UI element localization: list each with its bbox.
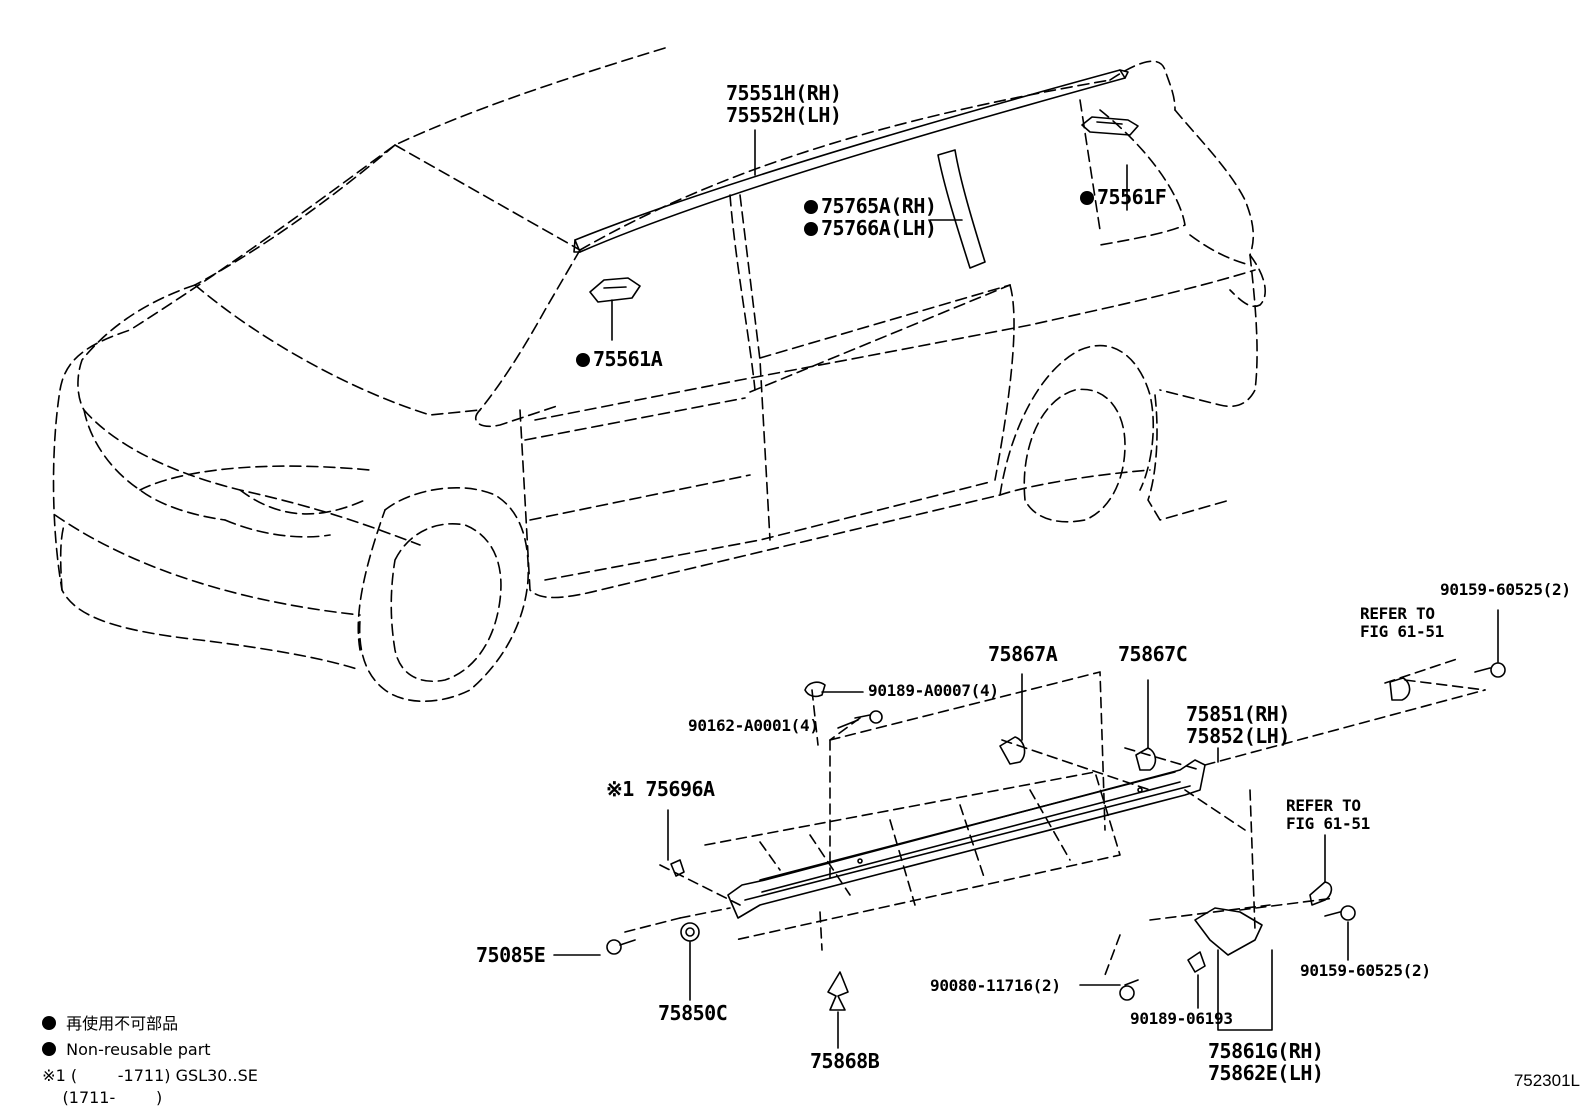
legend-non-reusable-en: Non-reusable part <box>32 1014 211 1062</box>
label-bracket-75861G: 75861G(RH)75862E(LH) <box>1208 1039 1324 1085</box>
legend-note-2: (1711- ) <box>42 1088 163 1107</box>
label-clip-75561F: 75561F <box>1080 186 1167 208</box>
pillar-garnish-part <box>937 149 986 269</box>
non-reusable-dot-icon <box>804 222 818 236</box>
legend-non-reusable-ja: 再使用不可部品 <box>32 988 178 1036</box>
diagram-id: 752301L <box>1513 1071 1580 1090</box>
non-reusable-dot-icon <box>576 353 590 367</box>
non-reusable-dot-icon <box>42 1042 57 1056</box>
label-pillar-garnish: 75765A(RH) 75766A(LH) <box>804 195 937 239</box>
label-75085E: 75085E <box>476 943 546 967</box>
non-reusable-dot-icon <box>804 200 818 214</box>
label-rocker-panel: 75851(RH)75852(LH) <box>1186 702 1290 748</box>
vehicle-outline <box>52 47 1266 703</box>
leader-lines <box>553 129 1499 1049</box>
label-roof-molding: 75551H(RH)75552H(LH) <box>726 81 842 127</box>
label-90162-A0001: 90162-A0001(4) <box>688 716 819 735</box>
non-reusable-dot-icon <box>42 1016 57 1030</box>
label-75696A: ※1 75696A <box>606 777 715 801</box>
label-90080: 90080-11716(2) <box>930 976 1061 995</box>
label-75850C: 75850C <box>658 1001 728 1025</box>
label-75868B: 75868B <box>810 1049 880 1073</box>
roof-molding-part <box>573 69 1129 253</box>
rocker-panel-part <box>727 759 1206 919</box>
label-75867A: 75867A <box>988 642 1058 666</box>
label-90159-top: 90159-60525(2) <box>1440 580 1571 599</box>
label-90189-A0007: 90189-A0007(4) <box>868 681 999 700</box>
label-90159-bottom: 90159-60525(2) <box>1300 961 1431 980</box>
clip-75561F-part <box>1081 116 1139 136</box>
legend-note-1: ※1 ( -1711) GSL30..SE <box>42 1066 258 1085</box>
label-75867C: 75867C <box>1118 642 1188 666</box>
label-clip-75561A: 75561A <box>576 348 663 370</box>
mounting-dash-lines <box>624 657 1486 976</box>
clip-75561A-part <box>589 277 641 303</box>
label-90189-06193: 90189-06193 <box>1130 1009 1233 1028</box>
non-reusable-dot-icon <box>1080 191 1094 205</box>
